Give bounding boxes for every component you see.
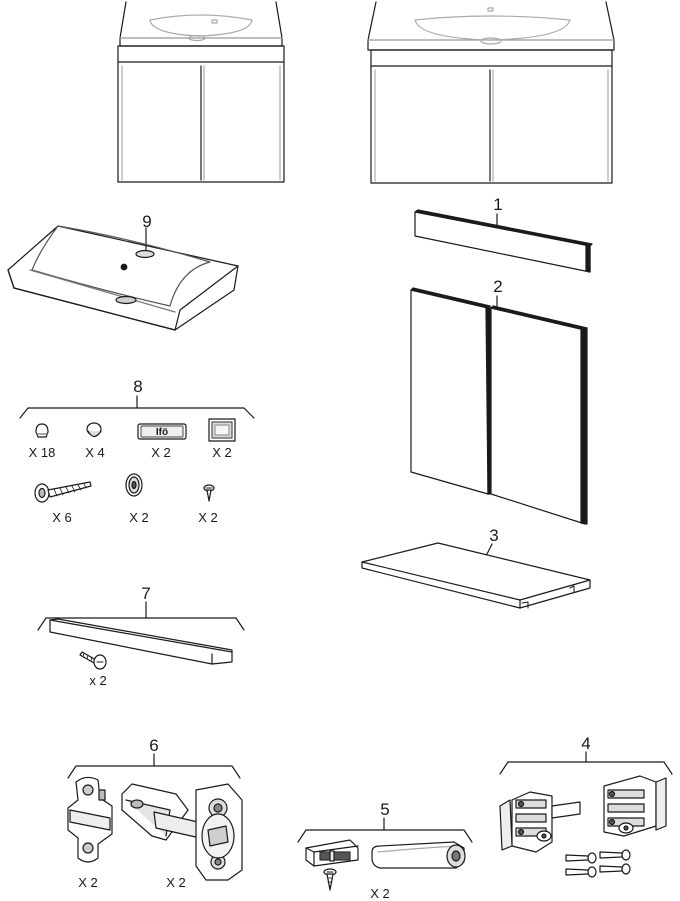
qty-screw: X 2 — [198, 510, 218, 525]
part-8-pad — [209, 419, 235, 441]
assembled-cabinet-large — [368, 2, 614, 183]
part-4-bracket — [500, 752, 672, 774]
qty-hinge: X 2 — [166, 875, 186, 890]
part-8-bracket — [20, 396, 254, 418]
part-6-mounting-plate — [68, 777, 112, 862]
part-8-washer — [126, 474, 142, 496]
part-7-plinth — [38, 602, 244, 664]
part-7-label: 7 — [141, 584, 151, 603]
qty-label-plate: X 2 — [151, 445, 171, 460]
label-plate-text: Ifö — [155, 427, 169, 438]
part-9-washbasin — [8, 226, 238, 330]
part-4-screws — [566, 850, 630, 877]
qty-bolt: X 6 — [52, 510, 72, 525]
part-6-label: 6 — [149, 736, 159, 755]
part-6-hinge — [122, 784, 242, 880]
part-5-catch-magnet — [372, 842, 465, 868]
part-4-hinge-left — [500, 792, 580, 852]
part-4-hinge-right — [604, 776, 666, 836]
part-3-shelf — [362, 543, 590, 608]
part-6-bracket — [68, 754, 240, 778]
part-1-label: 1 — [493, 195, 503, 214]
qty-catch: X 2 — [370, 886, 390, 901]
part-8-label: 8 — [133, 377, 143, 396]
part-2-label: 2 — [493, 277, 503, 296]
part-5-catch-screw — [324, 869, 336, 890]
part-8-bolt — [35, 482, 91, 502]
qty-mounting-plate: X 2 — [78, 875, 98, 890]
part-1-top-rail — [415, 210, 592, 272]
qty-pad: X 2 — [212, 445, 232, 460]
part-4-label: 4 — [581, 734, 591, 753]
part-8-screw — [204, 485, 214, 501]
qty-plinth-screw: x 2 — [89, 673, 107, 688]
part-8-knob — [87, 423, 101, 437]
part-2-doors — [411, 288, 587, 524]
assembled-cabinet-small — [118, 2, 284, 182]
part-5-catch-plate — [306, 840, 358, 866]
part-5-bracket — [298, 818, 472, 842]
part-9-label: 9 — [142, 212, 152, 231]
qty-washer: X 2 — [129, 510, 149, 525]
qty-knob-small: X 18 — [28, 445, 56, 460]
part-3-label: 3 — [489, 526, 499, 545]
qty-knob: X 4 — [85, 445, 105, 460]
part-5-label: 5 — [380, 800, 390, 819]
part-8-label-plate — [138, 424, 186, 439]
part-8-knob-small — [36, 424, 48, 437]
part-7-screw — [80, 652, 106, 669]
